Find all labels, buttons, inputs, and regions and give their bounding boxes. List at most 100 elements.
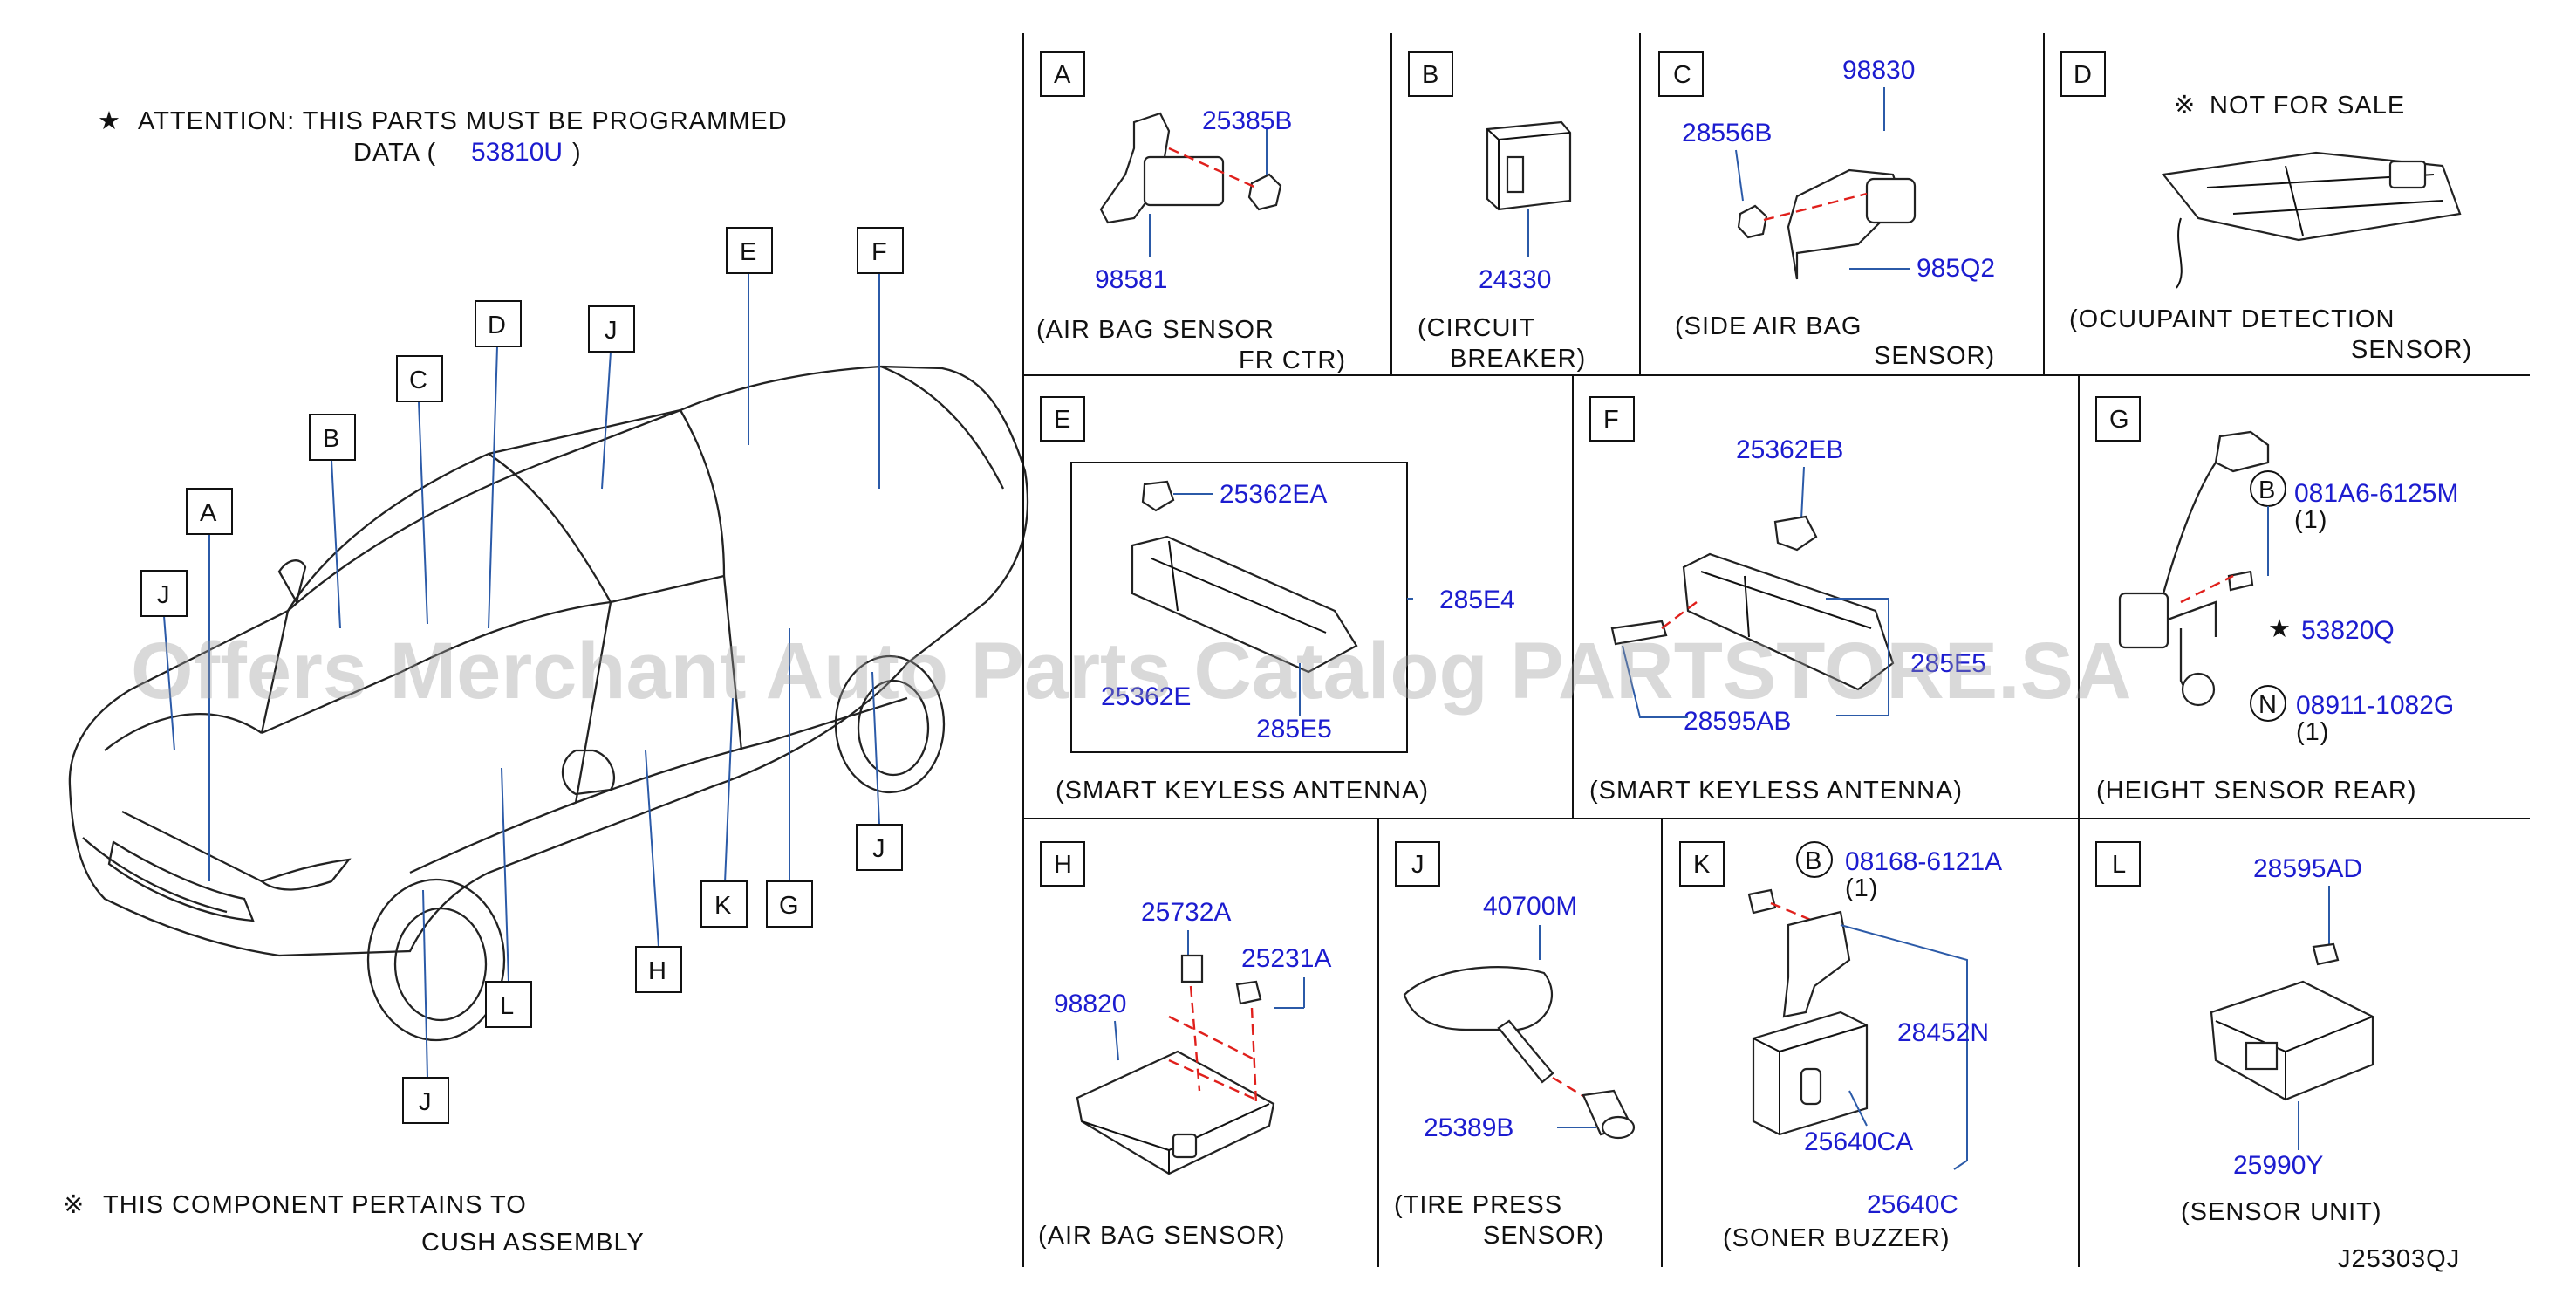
panel-L: L 28595AD 25990Y (SENSOR UNIT): [2095, 841, 2381, 1226]
drawing-code: J25303QJ: [2338, 1245, 2460, 1273]
footnote-line2: CUSH ASSEMBLY: [421, 1229, 645, 1257]
panel-J-caption2: SENSOR): [1483, 1222, 1604, 1250]
part-25990Y[interactable]: 25990Y: [2233, 1151, 2323, 1180]
part-25362EA[interactable]: 25362EA: [1220, 480, 1327, 509]
callout-L[interactable]: L: [485, 981, 532, 1028]
panel-grid-lines: [1022, 33, 2530, 1267]
part-081A6-6125M[interactable]: 081A6-6125M: [2294, 479, 2458, 508]
attention-note: ★ ATTENTION: THIS PARTS MUST BE PROGRAMM…: [98, 107, 788, 167]
attention-text-line1: ATTENTION: THIS PARTS MUST BE PROGRAMMED: [138, 107, 788, 135]
clip-icon: [1773, 515, 1818, 552]
panel-H-caption: (AIR BAG SENSOR): [1038, 1222, 1286, 1250]
part-25389B[interactable]: 25389B: [1424, 1113, 1513, 1142]
panel-B-caption1: (CIRCUIT: [1418, 314, 1535, 342]
part-53820Q[interactable]: 53820Q: [2301, 616, 2395, 645]
panel-E-antenna-frame: [1070, 462, 1408, 753]
panel-D-caption2: SENSOR): [2351, 336, 2472, 364]
callout-A[interactable]: A: [186, 488, 233, 535]
footnote-symbol: ※: [63, 1191, 85, 1219]
callout-J-3[interactable]: J: [856, 824, 903, 871]
panel-J-letter: J: [1411, 851, 1425, 879]
occupant-detection-sensor-mat: [2161, 151, 2462, 242]
panel-G-qty1: (1): [2294, 506, 2327, 534]
air-bag-sensor-bracket: [1099, 112, 1171, 224]
clip-icon: [1141, 480, 1175, 512]
panel-B: B 24330 (CIRCUIT BREAKER): [1408, 51, 1586, 373]
bolt-icon: [2227, 570, 2254, 592]
part-25362E[interactable]: 25362E: [1101, 682, 1191, 711]
side-air-bag-sensor-body: [1865, 177, 1917, 224]
tire-pressure-sensor: [1403, 966, 1553, 1031]
panel-G-qty2: (1): [2296, 718, 2329, 746]
svg-text:L: L: [500, 992, 515, 1020]
part-98830[interactable]: 98830: [1842, 56, 1915, 85]
callout-J-4[interactable]: J: [402, 1077, 449, 1124]
callout-B[interactable]: B: [309, 414, 356, 461]
svg-text:D: D: [488, 312, 507, 339]
svg-text:A: A: [200, 499, 217, 527]
callout-C[interactable]: C: [396, 355, 443, 402]
panel-F-letter: F: [1603, 406, 1620, 434]
panel-C-letter: C: [1673, 61, 1692, 89]
panel-E-letter: E: [1054, 406, 1071, 434]
footnote-line1: THIS COMPONENT PERTAINS TO: [103, 1191, 527, 1219]
part-08911-1082G[interactable]: 08911-1082G: [2296, 691, 2454, 720]
panel-A-label-box: [1040, 51, 1085, 97]
part-285E5[interactable]: 285E5: [1256, 715, 1332, 743]
part-285E4[interactable]: 285E4: [1439, 586, 1515, 614]
svg-text:G: G: [779, 892, 800, 920]
panel-C: C 98830 28556B 985Q2 (SIDE AIR BAG SENSO…: [1658, 51, 1995, 370]
part-25231A[interactable]: 25231A: [1241, 944, 1331, 973]
panel-A-caption1: (AIR BAG SENSOR: [1036, 316, 1274, 344]
svg-text:E: E: [740, 238, 757, 266]
part-98581[interactable]: 98581: [1095, 265, 1167, 294]
bolt-icon: [2312, 942, 2340, 966]
bolt-icon: [1747, 888, 1777, 915]
svg-text:J: J: [872, 835, 886, 863]
part-08168-6121A[interactable]: 08168-6121A: [1845, 847, 2002, 876]
panel-E-caption: (SMART KEYLESS ANTENNA): [1056, 777, 1429, 805]
svg-text:C: C: [409, 367, 428, 394]
svg-text:H: H: [648, 957, 667, 985]
part-985Q2[interactable]: 985Q2: [1917, 254, 1995, 283]
car-callout-leaders: [163, 273, 880, 1079]
callout-E[interactable]: E: [726, 227, 773, 274]
svg-text:K: K: [714, 892, 732, 920]
panel-G-star: ★: [2268, 615, 2292, 643]
panel-G-letter: G: [2109, 406, 2130, 434]
part-28452N[interactable]: 28452N: [1897, 1018, 1989, 1047]
attention-part-number[interactable]: 53810U: [471, 138, 563, 167]
callout-H[interactable]: H: [635, 946, 682, 993]
air-bag-sensor-fr-ctr: [1143, 155, 1225, 207]
part-40700M[interactable]: 40700M: [1483, 892, 1577, 921]
callout-G[interactable]: G: [766, 880, 813, 928]
part-25362EB[interactable]: 25362EB: [1736, 435, 1843, 464]
part-98820[interactable]: 98820: [1054, 990, 1126, 1018]
part-25385B[interactable]: 25385B: [1202, 106, 1292, 135]
panel-K: K B 08168-6121A (1) 28452N 25640CA 25640…: [1679, 841, 2002, 1252]
callout-J-1[interactable]: J: [140, 570, 188, 617]
part-285E5-f[interactable]: 285E5: [1910, 649, 1986, 678]
part-28595AD[interactable]: 28595AD: [2253, 854, 2362, 883]
callout-J-2[interactable]: J: [588, 305, 635, 353]
part-25640CA[interactable]: 25640CA: [1804, 1127, 1913, 1156]
panel-G-caption: (HEIGHT SENSOR REAR): [2096, 777, 2417, 805]
circuit-breaker: [1486, 120, 1572, 211]
panel-K-letter: K: [1693, 851, 1711, 879]
part-25732A[interactable]: 25732A: [1141, 898, 1231, 927]
panel-D-note: NOT FOR SALE: [2210, 92, 2405, 120]
sonar-buzzer-bracket: [1782, 910, 1851, 1018]
callout-F[interactable]: F: [857, 227, 904, 274]
svg-text:B: B: [1805, 847, 1822, 875]
panel-K-qty: (1): [1845, 874, 1878, 902]
callout-K[interactable]: K: [700, 880, 748, 928]
callout-D[interactable]: D: [475, 300, 522, 347]
svg-text:B: B: [323, 425, 340, 453]
part-28556B[interactable]: 28556B: [1682, 119, 1772, 147]
part-25640C[interactable]: 25640C: [1867, 1190, 1958, 1219]
panel-J-caption1: (TIRE PRESS: [1394, 1191, 1562, 1219]
part-24330[interactable]: 24330: [1479, 265, 1551, 294]
part-28595AB[interactable]: 28595AB: [1684, 707, 1791, 736]
bolt-mark-b: [1796, 841, 1833, 878]
panel-B-caption2: BREAKER): [1450, 345, 1586, 373]
